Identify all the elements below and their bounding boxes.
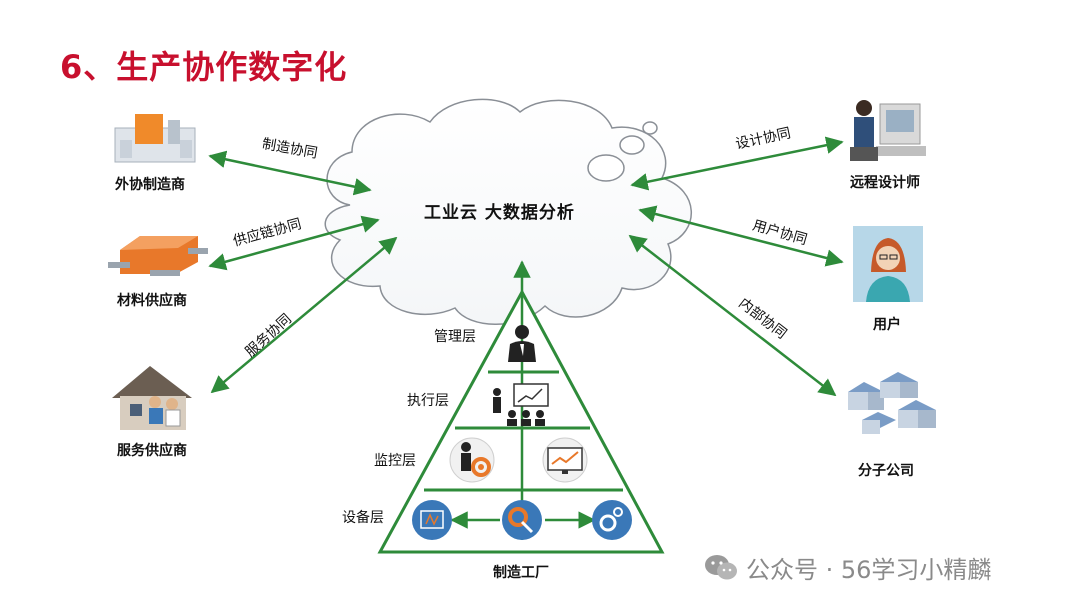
branch-buildings-icon [848,372,936,434]
node-service-supplier: 服务供应商 [117,443,187,459]
node-remote-designer: 远程设计师 [850,175,920,191]
device-code-icon [412,500,452,540]
cloud-bubbles [587,121,658,182]
arrow-design-collab [630,136,844,191]
manager-icon [508,325,536,362]
layer-execution: 执行层 [407,393,449,409]
monitor-chart-icon [542,437,588,483]
arrow-service-collab [210,236,398,394]
pyramid-factory-label: 制造工厂 [493,565,549,581]
arrow-manufacturing-collab [208,150,372,196]
user-avatar-icon [853,226,923,302]
node-branch-company: 分子公司 [858,463,914,479]
wechat-icon [705,554,737,579]
node-material-supplier: 材料供应商 [117,293,187,309]
cloud-center-label: 工业云 大数据分析 [424,203,575,223]
material-machine-icon [108,236,208,276]
team-meeting-icon [493,383,549,426]
layer-monitoring: 监控层 [374,453,416,469]
watermark-text: 公众号 · 56学习小精麟 [746,556,992,584]
watermark: 公众号 · 56学习小精麟 [704,550,991,585]
arrow-internal-collab [628,234,837,397]
factory-icon [114,114,196,163]
node-user: 用户 [873,317,901,333]
device-wrench-gear-icon [502,500,542,540]
device-gears-icon [592,500,632,540]
layer-equipment: 设备层 [342,510,384,526]
layer-management: 管理层 [434,329,476,345]
engineer-gear-icon [449,437,495,483]
node-outsourced-manufacturer: 外协制造商 [115,177,185,193]
designer-workstation-icon [850,100,926,161]
service-house-icon [112,366,192,430]
page-title: 6、生产协作数字化 [60,48,348,86]
